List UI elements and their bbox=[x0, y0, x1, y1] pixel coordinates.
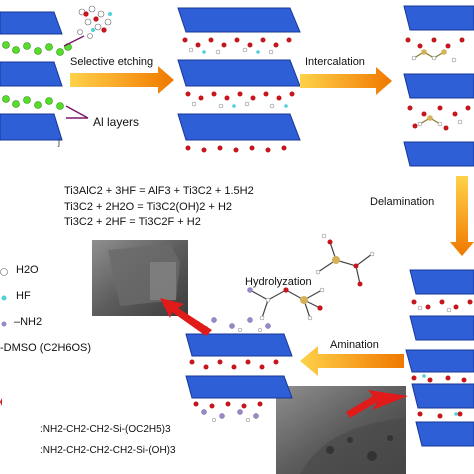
legend-symbols bbox=[0, 268, 8, 327]
intercalation-arrow bbox=[300, 67, 392, 95]
al-atoms bbox=[2, 41, 72, 110]
aminated-stack-center bbox=[185, 317, 293, 423]
equation-3: Ti3C2 + 2HF = Ti3C2F + H2 bbox=[64, 216, 201, 228]
step-label-amination: Amination bbox=[330, 339, 379, 351]
formula-hydrolyzed-silane: :NH2-CH2-CH2-CH2-Si-(OH)3 bbox=[40, 445, 176, 456]
legend-h2o-swatch bbox=[0, 268, 8, 276]
step-label-selective-etching: Selective etching bbox=[70, 56, 154, 68]
aminated-stack-right bbox=[405, 349, 474, 447]
delamination-arrow bbox=[450, 176, 474, 256]
legend-label-hf: HF bbox=[16, 290, 31, 302]
delaminated-stack bbox=[409, 269, 474, 341]
step-label-hydrolyzation: Hydrolyzation bbox=[245, 276, 312, 288]
ti-c-layer bbox=[0, 61, 63, 87]
intercalated-stack bbox=[403, 5, 474, 167]
ti-c-layer bbox=[0, 113, 63, 141]
formula-aptes: :NH2-CH2-CH2-Si-(OC2H5)3 bbox=[40, 424, 171, 435]
legend-nh2-swatch bbox=[1, 321, 7, 327]
legend-label-h2o: H2O bbox=[16, 264, 39, 276]
equation-2: Ti3C2 + 2H2O = Ti3C2(OH)2 + H2 bbox=[64, 201, 233, 213]
corner-mark: j bbox=[58, 137, 60, 147]
legend-label-nh2: –NH2 bbox=[14, 316, 43, 328]
legend-hf-swatch bbox=[1, 295, 7, 301]
step-label-al-layers: Al layers bbox=[93, 115, 140, 129]
silane-molecule bbox=[247, 287, 325, 321]
step-label-delamination: Delamination bbox=[370, 196, 435, 208]
ti-c-layer bbox=[0, 11, 63, 35]
hf-water-cluster bbox=[77, 5, 112, 39]
max-phase-stack bbox=[0, 5, 112, 141]
step-label-intercalation: Intercalation bbox=[305, 56, 365, 68]
etched-mxene-stack bbox=[177, 7, 301, 153]
amination-arrow bbox=[300, 346, 404, 376]
legend-label-dmso: -DMSO (C2H6OS) bbox=[0, 342, 92, 354]
equation-1: Ti3AlC2 + 3HF = AlF3 + Ti3C2 + 1.5H2 bbox=[64, 185, 254, 197]
etching-arrow bbox=[70, 66, 174, 94]
red-arrow-bottom bbox=[346, 390, 408, 418]
red-arrow-left bbox=[160, 298, 212, 336]
aptes-molecule bbox=[315, 233, 375, 287]
